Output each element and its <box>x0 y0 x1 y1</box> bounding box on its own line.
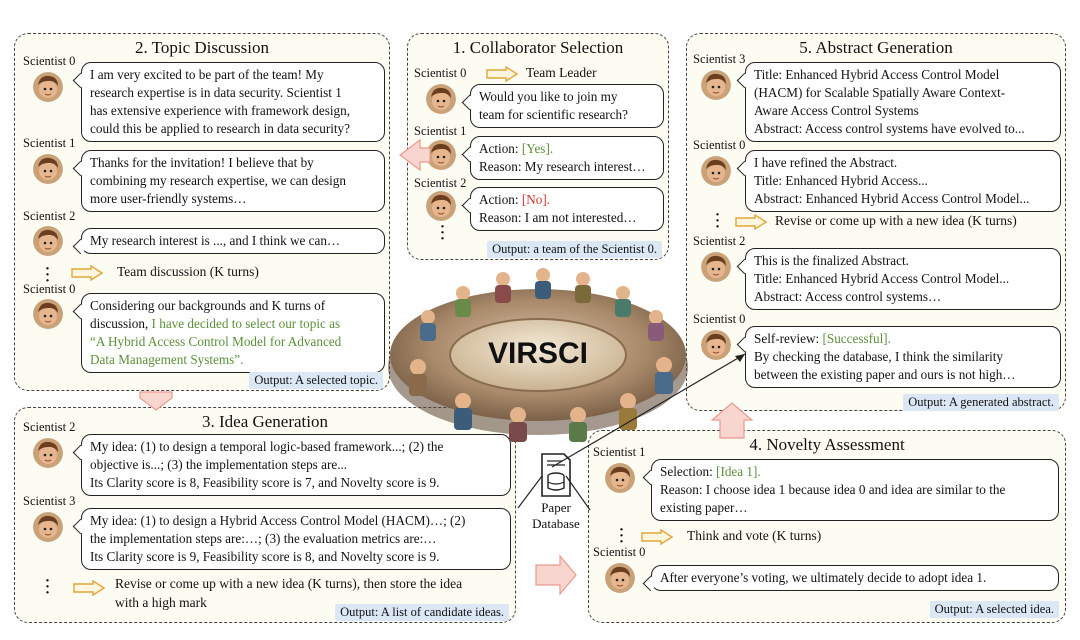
speaker-label: Scientist 0 <box>23 54 76 68</box>
panel-title: 5. Abstract Generation <box>799 38 953 57</box>
output-label: Output: A selected topic. <box>249 372 383 389</box>
speaker-label: Scientist 3 <box>693 52 746 66</box>
scientist-avatar-icon <box>33 299 63 329</box>
speaker-label: Scientist 0 <box>414 66 467 80</box>
output-label: Output: A generated abstract. <box>903 394 1059 411</box>
avatar <box>33 299 63 329</box>
role-label: Team Leader <box>526 65 597 80</box>
loop-arrow-icon <box>641 529 673 545</box>
role-arrow-icon <box>486 66 518 82</box>
loop-label: Team discussion (K turns) <box>117 264 259 279</box>
speech-bubble: My idea: (1) to design a temporal logic-… <box>81 434 511 496</box>
panel-title: 4. Novelty Assessment <box>749 435 905 454</box>
panel-title: 2. Topic Discussion <box>134 38 270 57</box>
panel-title: 1. Collaborator Selection <box>452 38 624 57</box>
avatar <box>33 438 63 468</box>
avatar <box>701 252 731 282</box>
speaker-label: Scientist 0 <box>593 545 646 559</box>
speech-bubble: Action: [Yes]. Reason: My research inter… <box>470 136 664 180</box>
avatar <box>701 330 731 360</box>
output-label: Output: A list of candidate ideas. <box>335 604 509 621</box>
avatar <box>426 191 456 221</box>
avatar <box>33 72 63 102</box>
database-icon <box>541 453 571 497</box>
speaker-label: Scientist 1 <box>23 136 76 150</box>
panel-abstract-generation: 5. Abstract Generation Scientist 3 Title… <box>686 33 1066 411</box>
speech-bubble: Title: Enhanced Hybrid Access Control Mo… <box>745 62 1061 142</box>
panel-novelty-assessment: 4. Novelty Assessment Scientist 1 Select… <box>588 430 1066 623</box>
speech-bubble: I am very excited to be part of the team… <box>81 62 385 142</box>
panel-title: 3. Idea Generation <box>201 412 329 431</box>
ellipsis-vertical: ··· <box>45 573 51 601</box>
avatar <box>33 226 63 256</box>
avatar <box>426 84 456 114</box>
speaker-label: Scientist 0 <box>693 312 746 326</box>
speech-bubble: I have refined the Abstract.Title: Enhan… <box>745 150 1061 212</box>
ellipsis-vertical: ··· <box>440 219 446 247</box>
scientist-avatar-icon <box>701 70 731 100</box>
scientist-avatar-icon <box>33 512 63 542</box>
panel-idea-generation: 3. Idea Generation Scientist 2 My idea: … <box>14 407 516 623</box>
speaker-label: Scientist 2 <box>414 176 467 190</box>
panel-collaborator-selection: 1. Collaborator Selection Scientist 0 Te… <box>407 33 669 260</box>
output-label: Output: a team of the Scientist 0. <box>487 241 662 258</box>
scientist-avatar-icon <box>605 463 635 493</box>
speaker-label: Scientist 2 <box>693 234 746 248</box>
speaker-label: Scientist 0 <box>693 138 746 152</box>
speaker-label: Scientist 3 <box>23 494 76 508</box>
loop-label: Revise or come up with a new idea (K tur… <box>775 213 1017 228</box>
speaker-label: Scientist 1 <box>414 124 467 138</box>
scientist-avatar-icon <box>33 438 63 468</box>
scientist-avatar-icon <box>605 563 635 593</box>
avatar <box>701 70 731 100</box>
speaker-label: Scientist 2 <box>23 209 76 223</box>
speech-bubble: Selection: [Idea 1]. Reason: I choose id… <box>651 459 1059 521</box>
avatar <box>701 156 731 186</box>
speaker-label: Scientist 2 <box>23 420 76 434</box>
loop-arrow-icon <box>71 265 103 281</box>
speech-bubble: Considering our backgrounds and K turns … <box>81 293 385 373</box>
scientist-avatar-icon <box>33 226 63 256</box>
output-label: Output: A selected idea. <box>929 601 1059 618</box>
loop-label: Revise or come up with a new idea (K tur… <box>115 576 463 610</box>
scientist-avatar-icon <box>426 84 456 114</box>
loop-arrow-icon <box>73 580 105 596</box>
speaker-label: Scientist 1 <box>593 445 646 459</box>
avatar <box>33 512 63 542</box>
speaker-label: Scientist 0 <box>23 282 76 296</box>
virsci-round-table: VIRSCI <box>388 268 688 442</box>
flow-arrow-3-to-4 <box>535 554 577 596</box>
speech-bubble: Self-review: [Successful]. By checking t… <box>745 326 1061 388</box>
avatar <box>605 463 635 493</box>
avatar <box>605 563 635 593</box>
scientist-avatar-icon <box>426 140 456 170</box>
scientist-avatar-icon <box>426 191 456 221</box>
speech-bubble: This is the finalized Abstract.Title: En… <box>745 248 1061 310</box>
speech-bubble: My research interest is ..., and I think… <box>81 228 385 254</box>
scientist-avatar-icon <box>33 72 63 102</box>
avatar <box>33 154 63 184</box>
speech-bubble: Action: [No]. Reason: I am not intereste… <box>470 187 664 231</box>
scientist-avatar-icon <box>701 252 731 282</box>
loop-arrow-icon <box>735 214 767 230</box>
scientist-avatar-icon <box>701 156 731 186</box>
scientist-avatar-icon <box>701 330 731 360</box>
avatar <box>426 140 456 170</box>
ellipsis-vertical: ··· <box>715 207 721 235</box>
speech-bubble: My idea: (1) to design a Hybrid Access C… <box>81 508 511 570</box>
speech-bubble: Thanks for the invitation! I believe tha… <box>81 150 385 212</box>
panel-topic-discussion: 2. Topic Discussion Scientist 0 I am ver… <box>14 33 390 391</box>
ellipsis-vertical: ··· <box>619 522 625 550</box>
speech-bubble: After everyone’s voting, we ultimately d… <box>651 565 1059 591</box>
virsci-logo: VIRSCI <box>488 337 588 370</box>
loop-label: Think and vote (K turns) <box>687 528 822 543</box>
scientist-avatar-icon <box>33 154 63 184</box>
ellipsis-vertical: ··· <box>45 261 51 289</box>
